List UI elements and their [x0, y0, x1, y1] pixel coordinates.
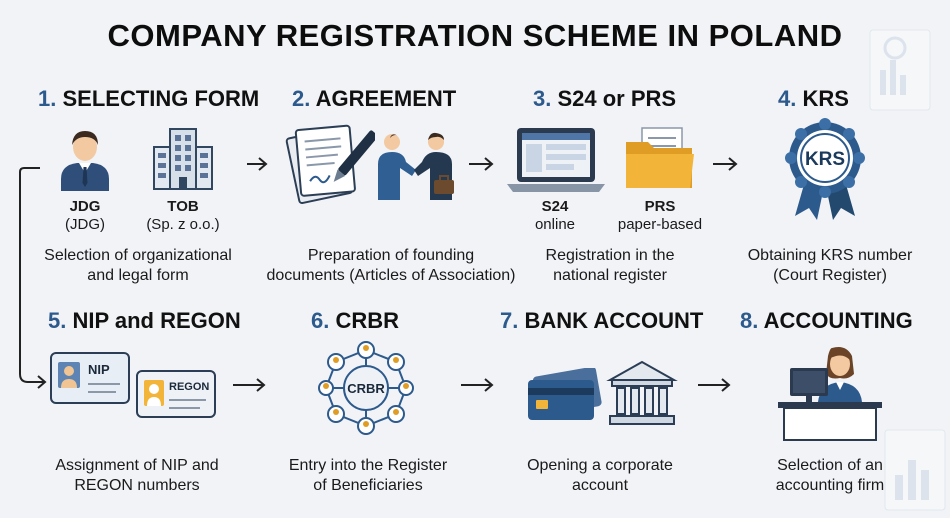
step-1-caption: Selection of organizational and legal fo…	[30, 246, 246, 286]
step-5-title: 5. NIP and REGON	[48, 308, 241, 334]
step-6-caption: Entry into the Register of Beneficiaries	[268, 456, 468, 496]
step-8-caption-line1: Selection of an	[777, 457, 883, 474]
arrow-step5-to-step6	[233, 378, 266, 392]
step-4-number: 4.	[778, 86, 797, 111]
businessman-icon	[61, 131, 109, 191]
option-s24-sub: online	[534, 216, 576, 233]
step-3-option-prs: PRS paper-based	[605, 198, 715, 234]
crbr-hub-label: CRBR	[347, 381, 385, 396]
step-4-name: KRS	[802, 86, 849, 111]
arrow-step7-to-step8	[698, 378, 731, 392]
step-3-title: 3. S24 or PRS	[533, 86, 676, 112]
step-1-title: 1. SELECTING FORM	[38, 86, 259, 112]
option-tob-label: TOB	[167, 198, 199, 215]
laptop-icon	[507, 128, 605, 192]
step-7-number: 7.	[500, 308, 519, 333]
step-8-number: 8.	[740, 308, 759, 333]
step-1-caption-line1: Selection of organizational	[44, 247, 232, 264]
step-2-caption-line1: Preparation of founding	[307, 247, 475, 264]
arrow-step6-to-step7	[461, 378, 494, 392]
step-7-name: BANK ACCOUNT	[524, 308, 704, 333]
step-2-caption: Preparation of founding documents (Artic…	[262, 246, 520, 286]
step-1-option-jdg: JDG (JDG)	[55, 198, 115, 234]
step-8-title: 8. ACCOUNTING	[740, 308, 913, 334]
step-7-caption: Opening a corporate account	[505, 456, 695, 496]
bank-cards-icon	[528, 368, 602, 420]
step-3-caption-line2: national register	[553, 267, 667, 284]
step-7-title: 7. BANK ACCOUNT	[500, 308, 703, 334]
step-8-name: ACCOUNTING	[763, 308, 913, 333]
step-4-title: 4. KRS	[778, 86, 849, 112]
handshake-icon	[378, 132, 454, 200]
step-1-caption-line2: and legal form	[87, 267, 189, 284]
bank-building-icon	[606, 360, 678, 425]
arrow-step2-to-step3	[469, 157, 494, 171]
step-8-caption-line2: accounting firm	[775, 477, 885, 494]
connector-row1-to-row2	[19, 167, 47, 389]
step-3-caption: Registration in the national register	[520, 246, 700, 286]
option-s24-label: S24	[541, 198, 569, 215]
background-documents-decoration	[869, 29, 931, 111]
step-5-caption-line2: REGON numbers	[74, 477, 200, 494]
step-5-number: 5.	[48, 308, 67, 333]
office-building-icon	[153, 128, 213, 190]
option-prs-label: PRS	[644, 198, 676, 215]
regon-card-icon: REGON	[136, 370, 216, 418]
step-4-caption: Obtaining KRS number (Court Register)	[735, 246, 925, 286]
crbr-network-icon: CRBR	[318, 341, 414, 435]
page-title: COMPANY REGISTRATION SCHEME IN POLAND	[107, 18, 843, 53]
step-4-caption-line2: (Court Register)	[773, 267, 887, 284]
option-prs-sub: paper-based	[617, 216, 703, 233]
step-2-caption-line2: documents (Articles of Association)	[266, 267, 516, 284]
krs-award-badge-icon: KRS	[785, 118, 865, 220]
step-6-caption-line1: Entry into the Register	[288, 457, 448, 474]
step-8-caption: Selection of an accounting firm	[740, 456, 920, 496]
arrow-step3-to-step4	[713, 157, 738, 171]
step-1-option-tob: TOB (Sp. z o.o.)	[138, 198, 228, 234]
step-4-caption-line1: Obtaining KRS number	[747, 247, 913, 264]
step-2-number: 2.	[292, 86, 311, 111]
folder-icon	[626, 127, 694, 188]
step-5-name: NIP and REGON	[72, 308, 241, 333]
option-jdg-sub: (JDG)	[65, 216, 105, 233]
arrow-step1-to-step2	[247, 157, 268, 171]
option-tob-sub: (Sp. z o.o.)	[146, 216, 220, 233]
step-3-name: S24 or PRS	[557, 86, 677, 111]
step-5-caption: Assignment of NIP and REGON numbers	[30, 456, 244, 496]
accountant-at-desk-icon	[778, 347, 882, 441]
background-chart-decoration	[884, 429, 946, 511]
step-3-caption-line1: Registration in the	[545, 247, 675, 264]
step-5-caption-line1: Assignment of NIP and	[55, 457, 219, 474]
step-7-caption-line2: account	[571, 477, 629, 494]
step-6-number: 6.	[311, 308, 330, 333]
option-jdg-label: JDG	[69, 198, 101, 215]
nip-card-icon: NIP	[50, 352, 130, 404]
step-3-number: 3.	[533, 86, 552, 111]
step-2-name: AGREEMENT	[315, 86, 457, 111]
documents-with-pen-icon	[285, 124, 375, 205]
nip-card-label: NIP	[88, 362, 110, 377]
step-6-title: 6. CRBR	[311, 308, 399, 334]
step-7-caption-line1: Opening a corporate	[527, 457, 673, 474]
step-2-title: 2. AGREEMENT	[292, 86, 456, 112]
regon-card-label: REGON	[169, 381, 209, 393]
step-1-name: SELECTING FORM	[62, 86, 260, 111]
krs-badge-text: KRS	[805, 149, 845, 170]
step-3-option-s24: S24 online	[520, 198, 590, 234]
step-6-name: CRBR	[335, 308, 400, 333]
step-6-caption-line2: of Beneficiaries	[313, 477, 423, 494]
step-1-number: 1.	[38, 86, 57, 111]
